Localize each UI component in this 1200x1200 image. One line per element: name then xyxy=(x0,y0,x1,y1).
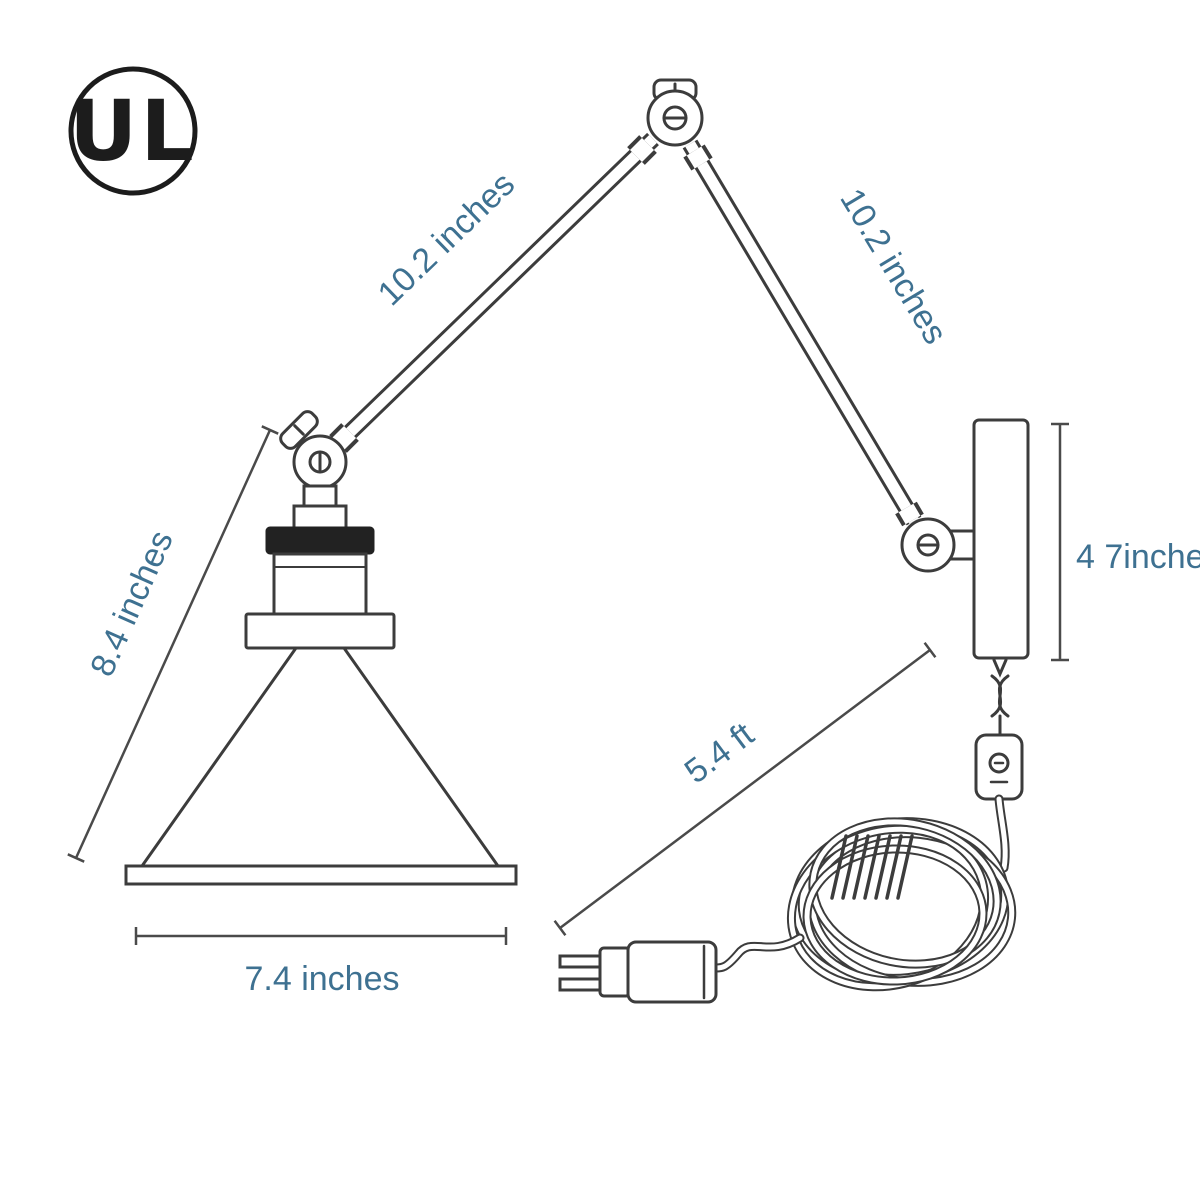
dim-backplate-height xyxy=(1051,422,1069,662)
cord-coil xyxy=(786,817,1017,992)
ul-mark-label: UL xyxy=(69,82,197,180)
dim-shade-height xyxy=(67,425,279,863)
lower-arm-length-label: 10.2 inches xyxy=(832,182,954,351)
power-plug-icon xyxy=(558,940,718,1004)
coil-wrap-band xyxy=(830,834,914,900)
upper-arm xyxy=(329,132,659,453)
dimension-lines xyxy=(67,422,1069,945)
shade-width-label: 7.4 inches xyxy=(245,960,400,998)
inline-switch-icon xyxy=(974,733,1024,801)
lower-arm xyxy=(682,139,924,527)
lamp-socket xyxy=(244,484,396,650)
shade-joint-icon xyxy=(279,410,348,490)
ul-certification-mark: UL xyxy=(68,66,198,196)
lamp-shade xyxy=(124,646,518,886)
dim-shade-width xyxy=(134,927,508,945)
cord-tail xyxy=(711,933,805,973)
lamp-drawing xyxy=(124,78,1030,1004)
cord-twist xyxy=(990,658,1010,737)
ul-circle-icon xyxy=(68,66,198,196)
wall-backplate xyxy=(948,418,1030,660)
cord-segment xyxy=(994,794,1010,873)
backplate-height-label: 4 7inches xyxy=(1076,538,1200,576)
cord-length-label: 5.4 ft xyxy=(678,715,762,791)
dim-cord-length xyxy=(553,642,937,936)
elbow-joint-icon xyxy=(646,89,704,147)
wall-joint-icon xyxy=(900,517,956,573)
